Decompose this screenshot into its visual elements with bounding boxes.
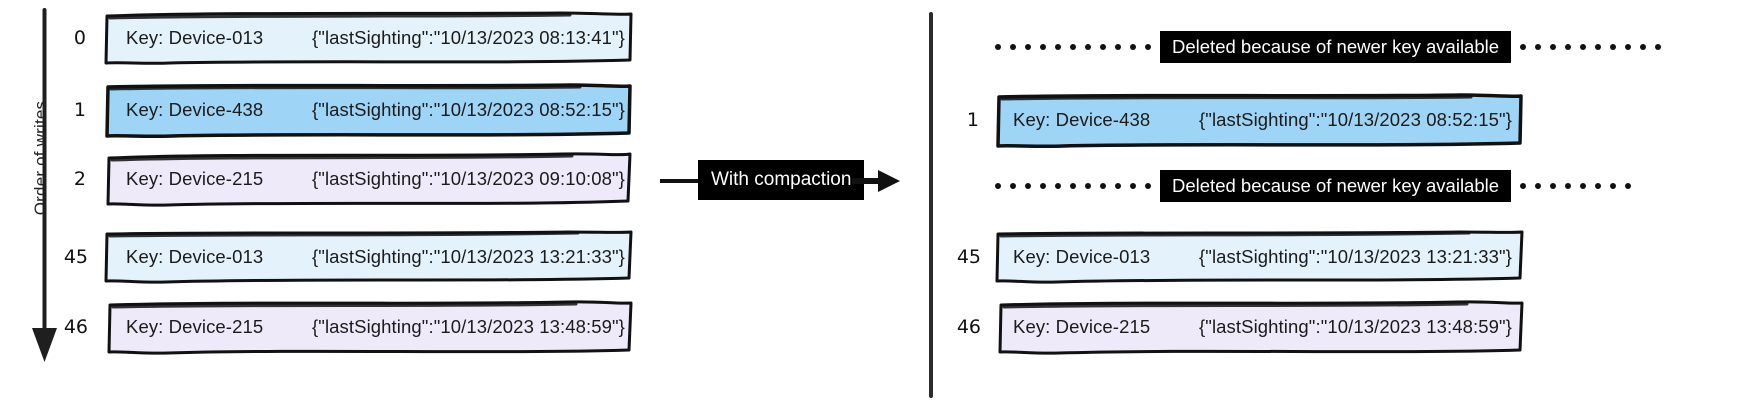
right-arrow-icon: [852, 170, 900, 192]
panel-divider: [929, 12, 933, 398]
with-compaction-label: With compaction: [698, 160, 865, 200]
record-outline: [106, 152, 632, 207]
record-key: Key: Device-215: [126, 168, 264, 189]
log-record[interactable]: Key: Device-215 {"lastSighting":"10/13/2…: [100, 299, 636, 355]
record-key: Key: Device-438: [1013, 109, 1151, 130]
record-outline: [104, 11, 633, 65]
row-index: 45: [956, 246, 981, 268]
dotted-line-icon: [1520, 31, 1670, 63]
record-outline: [105, 83, 632, 138]
log-record[interactable]: Key: Device-013 {"lastSighting":"10/13/2…: [100, 229, 636, 285]
record-outline: [104, 230, 633, 284]
log-record[interactable]: Key: Device-215 {"lastSighting":"10/13/2…: [100, 151, 636, 207]
row-index: 0: [73, 27, 86, 49]
record-outline: [998, 300, 1524, 355]
record-outline: [107, 300, 633, 355]
log-record[interactable]: Key: Device-013 {"lastSighting":"10/13/2…: [100, 10, 636, 66]
record-value: {"lastSighting":"10/13/2023 09:10:08"}: [312, 168, 625, 189]
row-index: 2: [73, 168, 86, 190]
log-record[interactable]: Key: Device-438 {"lastSighting":"10/13/2…: [991, 92, 1527, 148]
record-value: {"lastSighting":"10/13/2023 13:48:59"}: [312, 316, 625, 337]
log-record[interactable]: Key: Device-013 {"lastSighting":"10/13/2…: [991, 229, 1527, 285]
row-index: 1: [966, 109, 979, 131]
deleted-note-label: Deleted because of newer key available: [1160, 31, 1512, 63]
down-arrow-icon: [32, 8, 57, 362]
with-compaction-group: With compaction: [660, 160, 900, 202]
connector-line: [660, 179, 704, 183]
dotted-line-icon: [995, 31, 1160, 63]
deleted-annotation: Deleted because of newer key available: [995, 31, 1670, 63]
record-key: Key: Device-215: [126, 316, 264, 337]
record-outline: [995, 230, 1524, 284]
record-outline: [996, 93, 1523, 148]
row-index: 1: [73, 99, 86, 121]
row-index: 46: [63, 316, 88, 338]
record-value: {"lastSighting":"10/13/2023 13:21:33"}: [1199, 246, 1512, 267]
row-index: 46: [956, 316, 981, 338]
record-value: {"lastSighting":"10/13/2023 13:48:59"}: [1199, 316, 1512, 337]
record-key: Key: Device-215: [1013, 316, 1151, 337]
record-value: {"lastSighting":"10/13/2023 08:52:15"}: [312, 99, 625, 120]
log-record[interactable]: Key: Device-215 {"lastSighting":"10/13/2…: [991, 299, 1527, 355]
deleted-annotation: Deleted because of newer key available: [995, 170, 1640, 202]
record-value: {"lastSighting":"10/13/2023 08:13:41"}: [312, 27, 625, 48]
record-value: {"lastSighting":"10/13/2023 08:52:15"}: [1199, 109, 1512, 130]
record-key: Key: Device-438: [126, 99, 264, 120]
record-key: Key: Device-013: [126, 246, 264, 267]
record-key: Key: Device-013: [126, 27, 264, 48]
dotted-line-icon: [1520, 170, 1640, 202]
record-value: {"lastSighting":"10/13/2023 13:21:33"}: [312, 246, 625, 267]
deleted-note-label: Deleted because of newer key available: [1160, 170, 1512, 202]
record-key: Key: Device-013: [1013, 246, 1151, 267]
log-record[interactable]: Key: Device-438 {"lastSighting":"10/13/2…: [100, 82, 636, 138]
row-index: 45: [63, 246, 88, 268]
dotted-line-icon: [995, 170, 1160, 202]
